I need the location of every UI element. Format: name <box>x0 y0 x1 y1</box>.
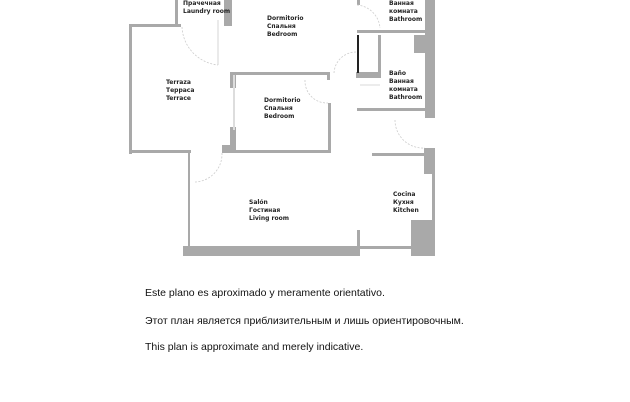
wall <box>378 35 381 78</box>
wall <box>129 24 132 154</box>
room-label-kitchen: Cocina Кухня Kitchen <box>393 191 419 215</box>
wall <box>357 35 359 73</box>
wall <box>224 0 232 26</box>
label-line: Dormitorio <box>264 97 301 104</box>
wall <box>411 220 435 256</box>
wall <box>328 103 331 153</box>
wall <box>233 75 235 130</box>
label-line: Спальня <box>264 105 293 112</box>
wall <box>175 0 178 27</box>
wall <box>414 35 435 53</box>
door-arcs <box>181 4 426 183</box>
wall <box>327 72 330 80</box>
walls <box>129 0 435 256</box>
wall <box>129 24 181 27</box>
label-line: Terrace <box>166 95 191 102</box>
room-label-terrace: Terraza Терраса Terrace <box>166 79 194 103</box>
room-label-bathroom2: Baño Ванная комната Bathroom <box>389 70 422 102</box>
door-arc <box>356 4 381 29</box>
label-line: Кухня <box>393 199 414 206</box>
wall <box>188 152 190 250</box>
label-line: Baño <box>389 70 407 77</box>
label-line: Bathroom <box>389 94 423 101</box>
wall <box>129 150 191 153</box>
wall <box>372 153 426 156</box>
door-arc <box>181 26 219 66</box>
label-line: Bedroom <box>267 31 298 38</box>
wall <box>356 72 381 78</box>
wall <box>183 246 360 256</box>
label-line: Спальня <box>267 23 296 30</box>
label-line: Ванная <box>389 78 414 85</box>
label-line: Dormitorio <box>267 15 304 22</box>
wall <box>230 127 236 153</box>
wall <box>222 145 236 153</box>
label-line: Terraza <box>166 79 191 86</box>
wall <box>230 72 330 75</box>
door-arc <box>194 152 223 183</box>
room-label-bathroom1: Ванная комната Bathroom <box>389 0 422 24</box>
wall <box>357 230 360 256</box>
room-label-bedroom1: Dormitorio Спальня Bedroom <box>267 15 304 39</box>
wall <box>357 246 435 249</box>
room-label-laundry: Прачечная Laundry room <box>183 0 230 16</box>
label-line: Bedroom <box>264 113 295 120</box>
label-line: Living room <box>249 215 289 222</box>
wall <box>425 0 435 118</box>
wall <box>424 148 435 174</box>
label-line: Bathroom <box>389 16 423 23</box>
label-line: Терраса <box>166 87 195 94</box>
label-line: Kitchen <box>393 207 419 214</box>
wall <box>230 150 331 153</box>
label-line: комната <box>389 8 418 15</box>
door-arc <box>333 51 357 75</box>
disclaimer-en: This plan is approximate and merely indi… <box>145 341 364 353</box>
room-label-bedroom2: Dormitorio Спальня Bedroom <box>264 97 301 121</box>
label-line: Cocina <box>393 191 416 198</box>
wall <box>357 0 360 5</box>
door-arc <box>304 79 329 104</box>
disclaimer-es: Este plano es aproximado y meramente ori… <box>145 287 385 299</box>
wall <box>357 108 432 111</box>
disclaimer-ru: Этот план является приблизительным и лиш… <box>145 315 464 327</box>
label-line: Salón <box>249 199 268 206</box>
room-label-living: Salón Гостиная Living room <box>249 199 289 223</box>
label-line: Прачечная <box>183 0 221 7</box>
door-arc <box>394 119 426 149</box>
label-line: Laundry room <box>183 8 231 15</box>
label-line: Гостиная <box>249 207 281 214</box>
wall <box>432 174 435 224</box>
wall <box>357 30 427 33</box>
label-line: комната <box>389 86 418 93</box>
label-line: Ванная <box>389 0 414 7</box>
